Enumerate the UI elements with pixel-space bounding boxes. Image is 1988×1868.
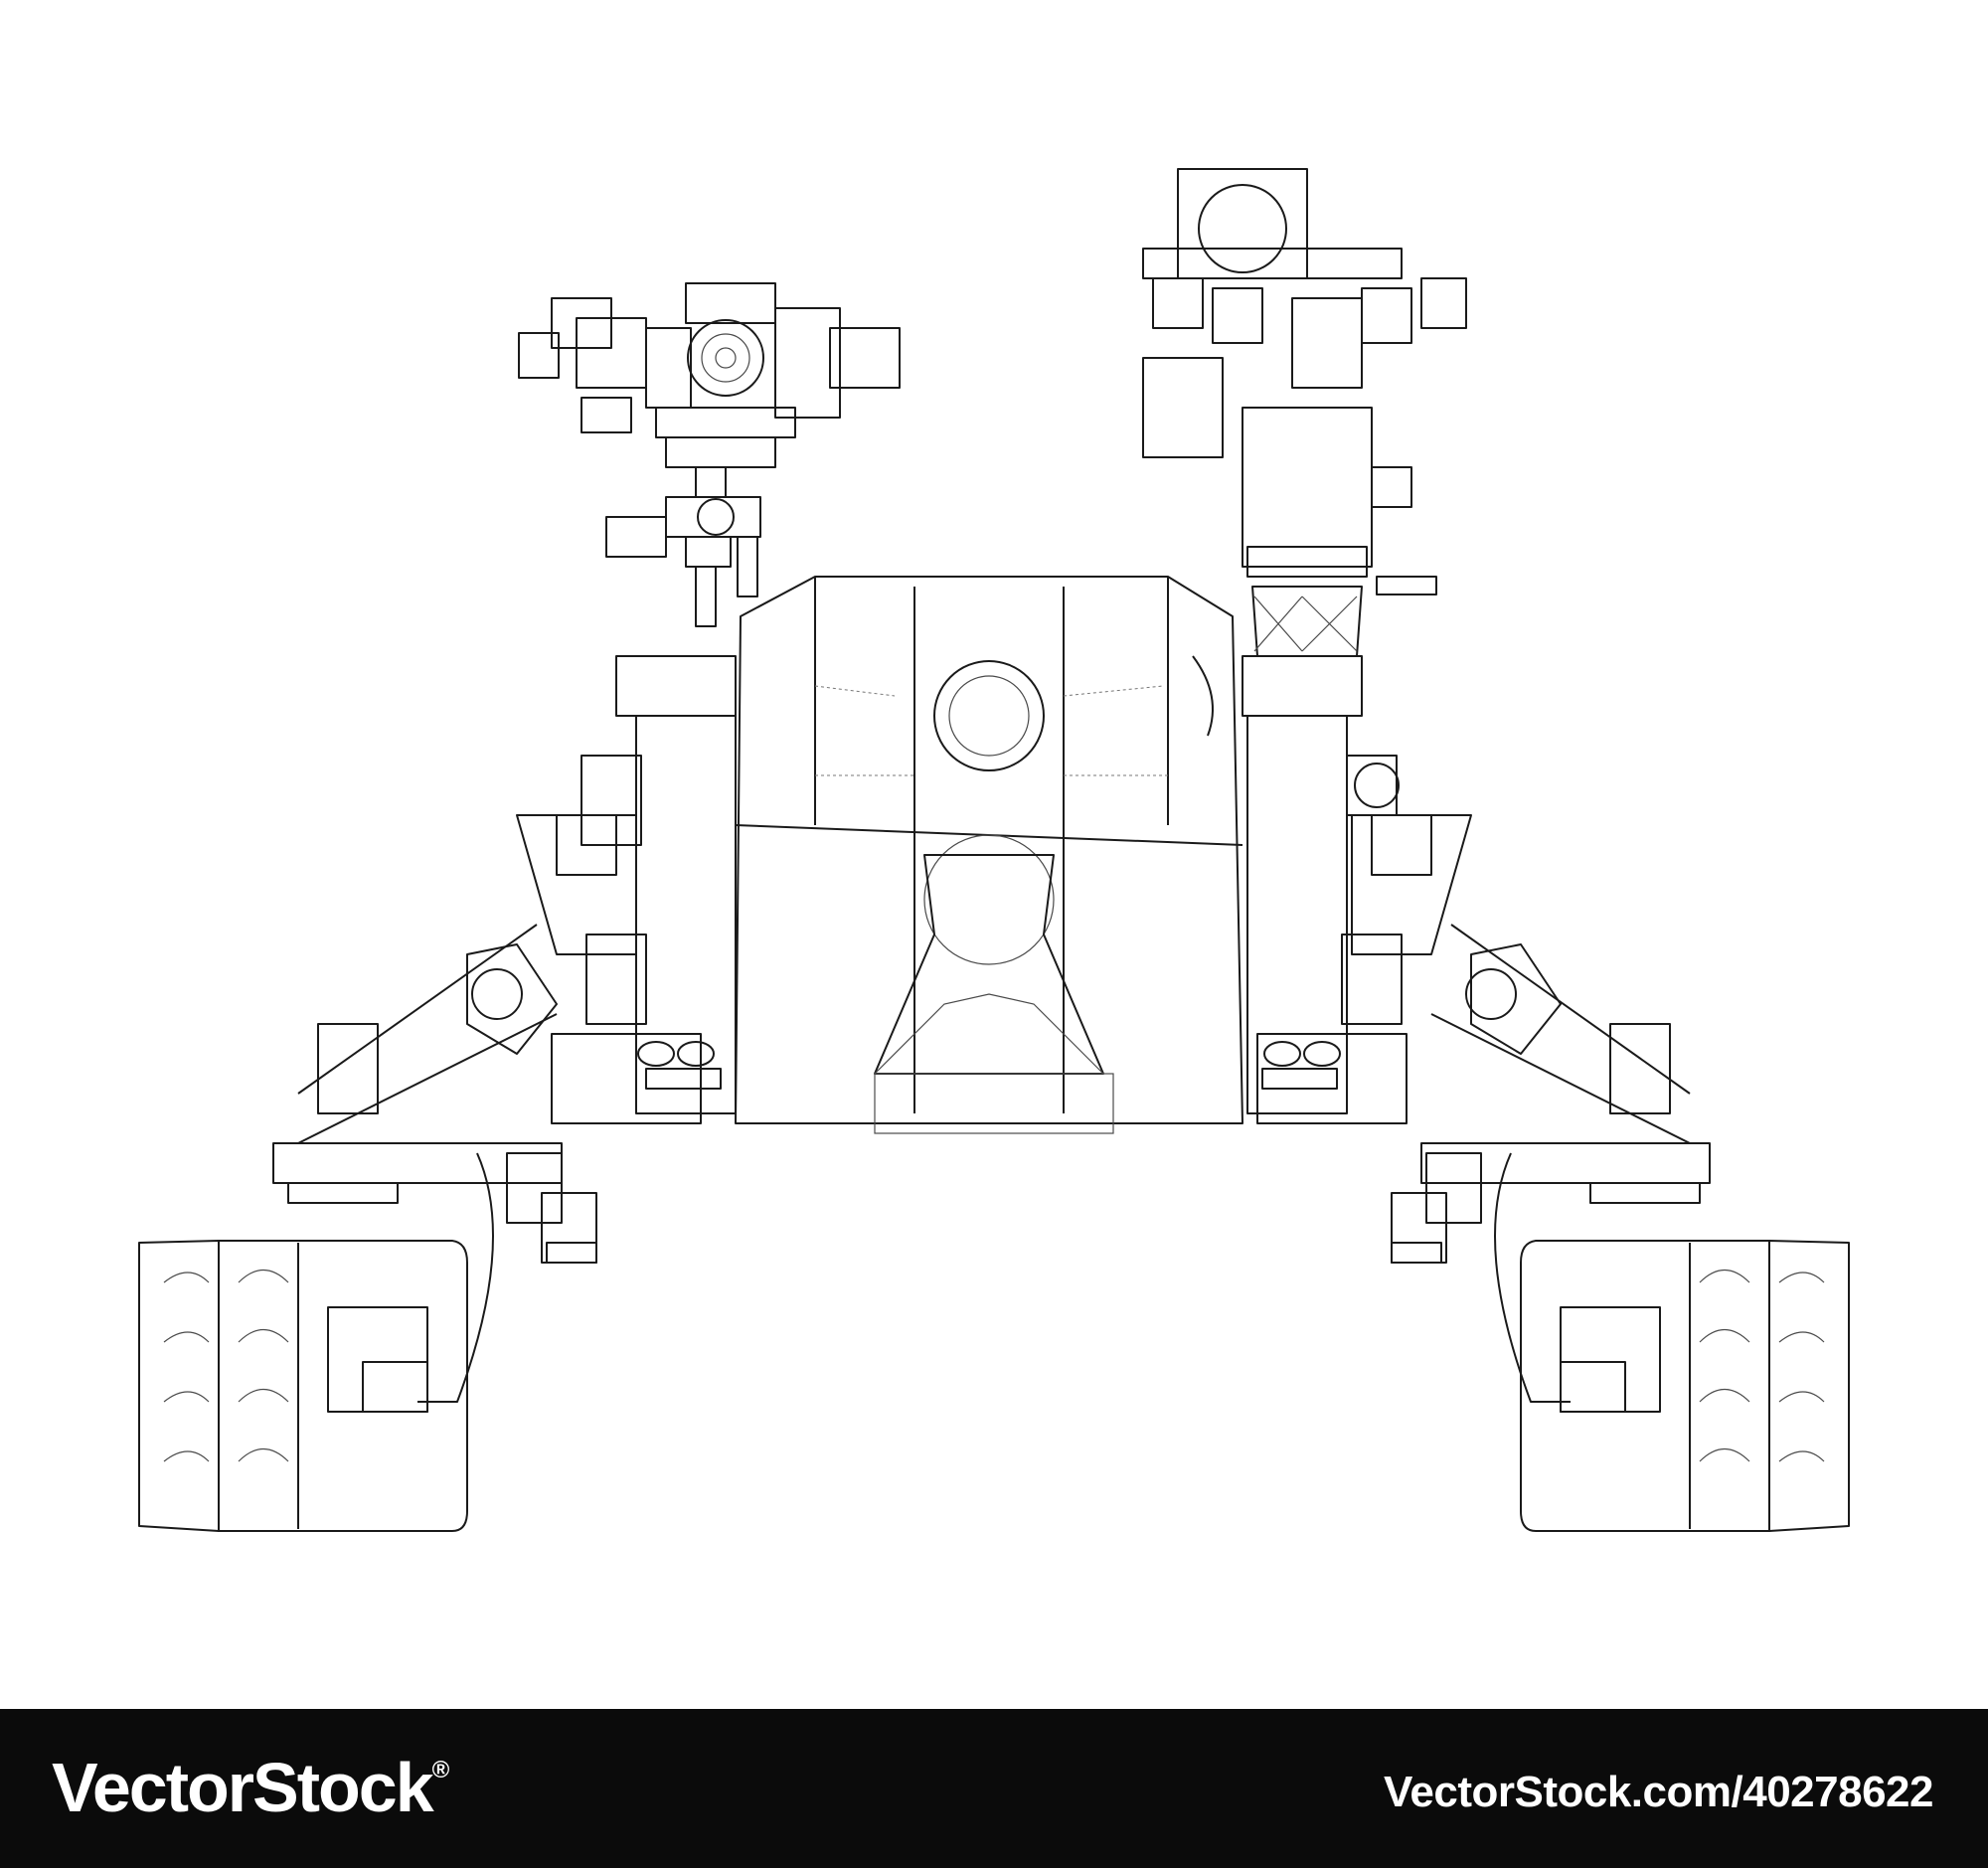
brand-logo: VectorStock®	[52, 1753, 450, 1822]
left-side-assembly	[272, 655, 737, 1403]
rover-body	[735, 576, 1243, 1134]
trademark-symbol: ®	[431, 1757, 450, 1783]
left-wheel	[138, 1240, 468, 1532]
watermark-footer: VectorStock® VectorStock.com/40278622	[0, 1709, 1988, 1868]
right-side-assembly	[1242, 655, 1711, 1403]
left-mast-head	[518, 282, 901, 627]
right-mast-head	[1142, 168, 1467, 657]
illustration-canvas	[138, 168, 1850, 1532]
brand-name: VectorStock	[52, 1749, 434, 1826]
rover-wireframe-icon	[138, 168, 1850, 1532]
image-id: VectorStock.com/40278622	[1383, 1768, 1934, 1816]
right-wheel	[1520, 1240, 1850, 1532]
